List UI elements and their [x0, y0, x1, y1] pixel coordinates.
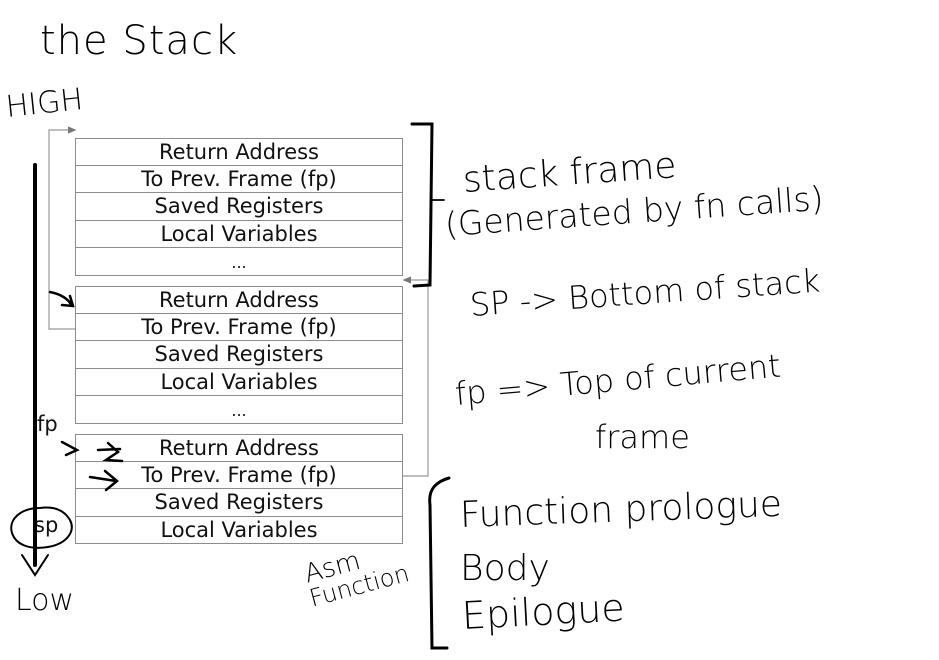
local-variables-cell: Local Variables: [75, 368, 403, 396]
function-body-item: Body: [460, 548, 550, 589]
local-variables-cell: Local Variables: [75, 220, 403, 248]
prev-frame-pointer-cell: To Prev. Frame (fp): [75, 461, 403, 489]
ellipsis-cell: ...: [75, 248, 403, 276]
frame-link-connector-right: [402, 276, 429, 477]
asm-function-bracket-icon: [428, 476, 451, 650]
function-prologue-item: Function prologue: [459, 483, 783, 536]
return-address-cell: Return Address: [75, 434, 403, 462]
local-variables-cell: Local Variables: [75, 516, 403, 544]
stack-frame-1: Return Address To Prev. Frame (fp) Saved…: [75, 138, 403, 276]
high-address-label: HIGH: [4, 82, 85, 125]
fp-top-of-frame-note: fp => Top of current: [453, 346, 783, 413]
stack-frame-2: Return Address To Prev. Frame (fp) Saved…: [75, 286, 403, 424]
sp-bottom-of-stack-note: SP -> Bottom of stack: [468, 261, 822, 324]
stack-frame-bracket-icon: [410, 122, 445, 288]
diagram-title: the Stack: [40, 18, 239, 64]
saved-registers-cell: Saved Registers: [75, 341, 403, 369]
prev-frame-pointer-cell: To Prev. Frame (fp): [75, 313, 403, 341]
sp-pointer-label: sp: [34, 513, 59, 537]
prev-frame-pointer-cell: To Prev. Frame (fp): [75, 165, 403, 193]
saved-registers-cell: Saved Registers: [75, 193, 403, 221]
return-address-cell: Return Address: [75, 138, 403, 166]
frame-link-connector-left: [48, 126, 77, 330]
stack-frame-3: Return Address To Prev. Frame (fp) Saved…: [75, 434, 403, 544]
saved-registers-cell: Saved Registers: [75, 489, 403, 517]
return-address-cell: Return Address: [75, 286, 403, 314]
fp-top-of-frame-note-line2: frame: [595, 418, 690, 456]
ellipsis-cell: ...: [75, 396, 403, 424]
low-address-label: Low: [15, 583, 75, 618]
fp-pointer-label: fp: [37, 412, 58, 436]
function-epilogue-item: Epilogue: [460, 585, 626, 638]
